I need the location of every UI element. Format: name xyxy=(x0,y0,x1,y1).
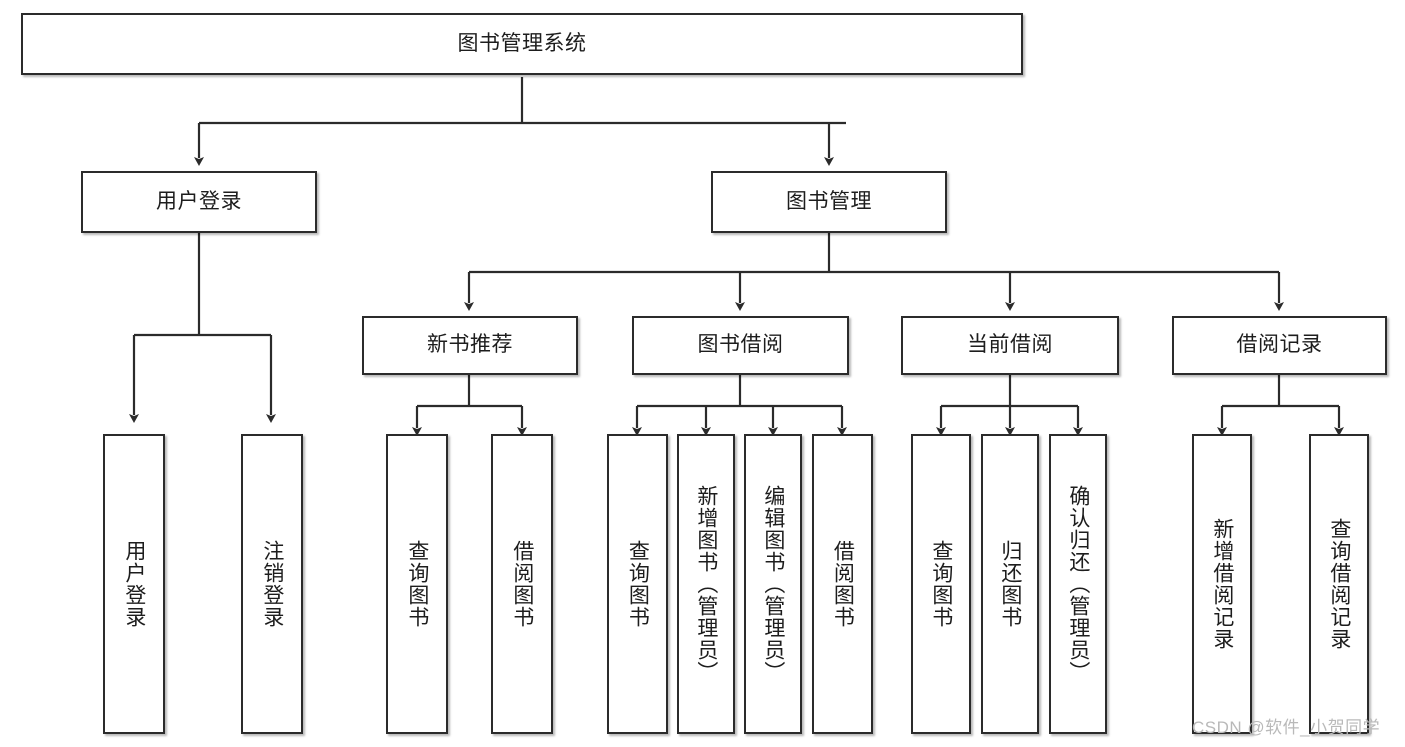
node-borrow-record-label: 借阅记录 xyxy=(1236,333,1323,357)
node-book-borrow[interactable]: 图书借阅 xyxy=(632,316,849,375)
node-book-manage-label: 图书管理 xyxy=(786,189,872,213)
node-leaf-user-login-label: 用户登录 xyxy=(122,540,146,628)
node-leaf-confirm-return[interactable]: 确认归还（管理员） xyxy=(1049,434,1107,734)
node-leaf-confirm-return-label: 确认归还（管理员） xyxy=(1066,485,1090,683)
node-leaf-user-logout-label: 注销登录 xyxy=(260,540,284,628)
node-leaf-add-record-label: 新增借阅记录 xyxy=(1210,518,1234,650)
node-leaf-query-book-1[interactable]: 查询图书 xyxy=(386,434,448,734)
node-leaf-borrow-book-2-label: 借阅图书 xyxy=(831,540,855,628)
node-leaf-query-record-label: 查询借阅记录 xyxy=(1327,518,1351,650)
watermark: CSDN @软件_小贺同学 xyxy=(1192,718,1381,737)
node-current-borrow[interactable]: 当前借阅 xyxy=(901,316,1119,375)
node-root[interactable]: 图书管理系统 xyxy=(21,13,1023,75)
node-borrow-record[interactable]: 借阅记录 xyxy=(1172,316,1387,375)
node-user-login-label: 用户登录 xyxy=(156,189,242,213)
node-leaf-return-book[interactable]: 归还图书 xyxy=(981,434,1039,734)
node-book-borrow-label: 图书借阅 xyxy=(697,333,784,357)
node-leaf-add-book[interactable]: 新增图书（管理员） xyxy=(677,434,735,734)
node-leaf-query-book-3[interactable]: 查询图书 xyxy=(911,434,971,734)
node-leaf-borrow-book-1[interactable]: 借阅图书 xyxy=(491,434,553,734)
node-leaf-query-record[interactable]: 查询借阅记录 xyxy=(1309,434,1369,734)
node-root-label: 图书管理系统 xyxy=(457,31,587,55)
node-leaf-query-book-2[interactable]: 查询图书 xyxy=(607,434,668,734)
node-leaf-edit-book-label: 编辑图书（管理员） xyxy=(761,485,785,683)
node-leaf-query-book-2-label: 查询图书 xyxy=(626,540,650,628)
node-leaf-add-record[interactable]: 新增借阅记录 xyxy=(1192,434,1252,734)
node-leaf-edit-book[interactable]: 编辑图书（管理员） xyxy=(744,434,802,734)
node-leaf-borrow-book-1-label: 借阅图书 xyxy=(510,540,534,628)
node-leaf-user-login[interactable]: 用户登录 xyxy=(103,434,165,734)
node-leaf-add-book-label: 新增图书（管理员） xyxy=(694,485,718,683)
node-current-borrow-label: 当前借阅 xyxy=(967,333,1053,357)
node-leaf-query-book-3-label: 查询图书 xyxy=(929,540,953,628)
node-book-manage[interactable]: 图书管理 xyxy=(711,171,947,233)
node-new-book-rec-label: 新书推荐 xyxy=(427,333,513,357)
node-user-login[interactable]: 用户登录 xyxy=(81,171,317,233)
node-leaf-borrow-book-2[interactable]: 借阅图书 xyxy=(812,434,873,734)
node-new-book-rec[interactable]: 新书推荐 xyxy=(362,316,578,375)
node-leaf-user-logout[interactable]: 注销登录 xyxy=(241,434,303,734)
node-leaf-query-book-1-label: 查询图书 xyxy=(405,540,429,628)
node-leaf-return-book-label: 归还图书 xyxy=(998,540,1022,628)
